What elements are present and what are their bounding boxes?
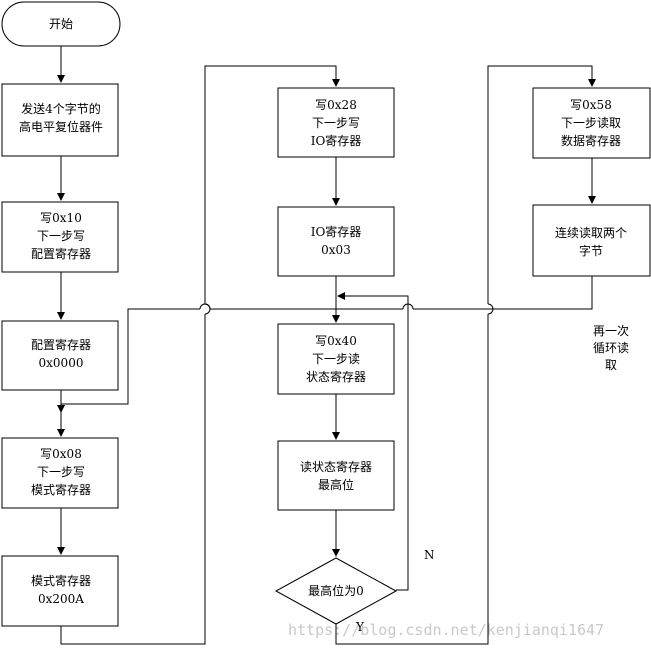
- box-mode-register: 模式寄存器 0x200A: [1, 555, 119, 627]
- box-line: 0x0000: [39, 356, 84, 370]
- loop-note-line: 取: [605, 358, 617, 372]
- box-line: 字节: [579, 243, 603, 258]
- box-line: 0x200A: [38, 592, 84, 606]
- decision-msb-zero: 最高位为0: [274, 557, 398, 625]
- loop-note: 再一次 循环读 取: [593, 324, 629, 372]
- box-line: 0x03: [321, 243, 351, 257]
- decision-yes-label: Y: [355, 620, 365, 634]
- box-write-0x28: 写0x28 下一步写 IO寄存器: [277, 87, 395, 158]
- box-reset: 发送4个字节的 高电平复位器件: [1, 83, 119, 157]
- box-line: 模式寄存器: [31, 573, 91, 588]
- box-read-status: 读状态寄存器 最高位: [277, 440, 395, 511]
- box-line: 数据寄存器: [561, 133, 621, 148]
- box-write-0x10: 写0x10 下一步写 配置寄存器: [1, 201, 119, 273]
- loop-note-line: 循环读: [593, 341, 629, 355]
- connector-decision-yes-lower: [335, 314, 489, 645]
- connector-loop-segment-3: [57, 308, 200, 413]
- box-line: 高电平复位器件: [19, 119, 103, 134]
- box-line: 连续读取两个: [555, 225, 627, 240]
- connector-mode-to-write28-lower: [60, 314, 206, 645]
- loop-note-line: 再一次: [593, 324, 629, 338]
- line-hop: [402, 303, 414, 310]
- box-line: 模式寄存器: [31, 482, 91, 497]
- box-line: 发送4个字节的: [21, 101, 101, 116]
- box-line: 写0x40: [315, 334, 357, 348]
- connector-mode-to-write28-upper: [204, 65, 340, 304]
- box-write-0x08: 写0x08 下一步写 模式寄存器: [1, 437, 119, 509]
- box-line: 读状态寄存器: [300, 459, 372, 474]
- start-label: 开始: [49, 17, 73, 31]
- box-line: 下一步读: [312, 352, 360, 366]
- line-hop: [204, 303, 211, 315]
- box-line: 配置寄存器: [31, 246, 91, 261]
- box-line: 状态寄存器: [306, 369, 366, 384]
- box-line: 写0x58: [570, 98, 612, 112]
- connector-loop-segment-1: [413, 276, 593, 310]
- box-line: 最高位: [318, 477, 354, 492]
- box-line: IO寄存器: [311, 224, 362, 239]
- decision-no-label: N: [424, 548, 435, 562]
- start-terminator: 开始: [1, 1, 121, 47]
- box-line: 下一步写: [37, 465, 85, 479]
- box-line: 下一步写: [312, 116, 360, 130]
- box-line: 下一步写: [37, 229, 85, 243]
- box-line: 配置寄存器: [31, 337, 91, 352]
- watermark: https://blog.csdn.net/kenjianqi1647: [288, 621, 604, 639]
- box-write-0x58: 写0x58 下一步读取 数据寄存器: [532, 87, 651, 159]
- decision-label: 最高位为0: [308, 583, 364, 598]
- box-read-two-bytes: 连续读取两个 字节: [532, 204, 651, 277]
- box-line: 写0x28: [315, 98, 357, 112]
- connector-decision-no-loop: [337, 292, 409, 591]
- box-line: 写0x08: [40, 447, 82, 461]
- box-io-register: IO寄存器 0x03: [277, 206, 395, 277]
- box-line: 写0x10: [40, 211, 82, 225]
- box-line: 下一步读取: [561, 116, 621, 130]
- line-hop: [199, 303, 211, 310]
- box-write-0x40: 写0x40 下一步读 状态寄存器: [277, 323, 395, 395]
- box-config-register: 配置寄存器 0x0000: [1, 320, 119, 391]
- box-line: IO寄存器: [311, 133, 362, 148]
- connectors: [57, 46, 596, 645]
- connector-decision-yes-upper: [487, 65, 596, 304]
